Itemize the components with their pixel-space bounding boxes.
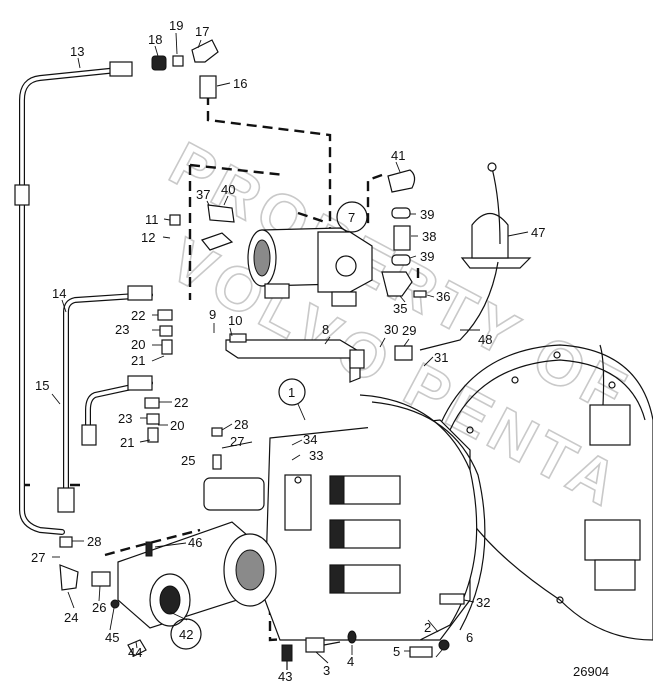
callout-24: 24 [64,610,78,625]
callout-42: 42 [179,627,193,642]
callout-23-upper: 23 [115,322,129,337]
oil-hose-13 [14,61,133,535]
callout-6: 6 [466,630,473,645]
callout-33: 33 [309,448,323,463]
reverse-gearbox [203,394,486,641]
callout-28-upper: 28 [234,417,248,432]
oil-hose-15 [81,375,153,446]
callout-17: 17 [195,24,209,39]
callout-23-lower: 23 [118,411,132,426]
callout-44: 44 [128,645,142,660]
callout-36: 36 [436,289,450,304]
callout-19: 19 [169,18,183,33]
hose-coupling-stack [381,169,427,298]
callout-1: 1 [288,385,295,400]
callout-28-lower: 28 [87,534,101,549]
callout-14: 14 [52,286,66,301]
callout-39-upper: 39 [420,207,434,222]
callout-18: 18 [148,32,162,47]
callout-11: 11 [145,212,159,227]
callout-21-lower: 21 [120,435,134,450]
callout-3: 3 [323,663,330,678]
callout-30: 30 [384,322,398,337]
control-lever-47 [419,162,532,351]
callout-34: 34 [303,432,317,447]
callout-39-lower: 39 [420,249,434,264]
callout-labels: 13 18 19 17 16 41 40 37 7 39 38 39 47 11… [31,18,545,684]
callout-26: 26 [92,600,106,615]
small-fittings [59,309,465,670]
callout-circles [170,201,368,650]
callout-29: 29 [402,323,416,338]
callout-22-lower: 22 [174,395,188,410]
callout-8: 8 [322,322,329,337]
callout-2: 2 [424,620,431,635]
callout-15: 15 [35,378,49,393]
callout-4: 4 [347,654,354,669]
callout-41: 41 [391,148,405,163]
callout-32: 32 [476,595,490,610]
oil-cooler-assembly [169,204,373,307]
callout-46: 46 [188,535,202,550]
callout-20-upper: 20 [131,337,145,352]
callout-13: 13 [70,44,84,59]
callout-16: 16 [233,76,247,91]
output-shaft-flange [117,521,277,629]
callout-10: 10 [228,313,242,328]
callout-27-upper: 27 [230,434,244,449]
callout-25: 25 [181,453,195,468]
callout-37: 37 [196,187,210,202]
callout-43: 43 [278,669,292,684]
callout-40: 40 [221,182,235,197]
callout-12: 12 [141,230,155,245]
callout-21-upper: 21 [131,353,145,368]
callout-48: 48 [478,332,492,347]
callout-27-lower: 27 [31,550,45,565]
callout-5: 5 [393,644,400,659]
callout-7: 7 [348,210,355,225]
callout-35: 35 [393,301,407,316]
callout-45: 45 [105,630,119,645]
callout-20-lower: 20 [170,418,184,433]
drawing-number: 26904 [573,664,609,679]
callout-38: 38 [422,229,436,244]
callout-47: 47 [531,225,545,240]
callout-9: 9 [209,307,216,322]
callout-22-upper: 22 [131,308,145,323]
engine-flywheel-housing [437,344,653,641]
top-fittings [151,39,219,99]
mounting-bracket-8 [225,333,361,383]
callout-31: 31 [434,350,448,365]
